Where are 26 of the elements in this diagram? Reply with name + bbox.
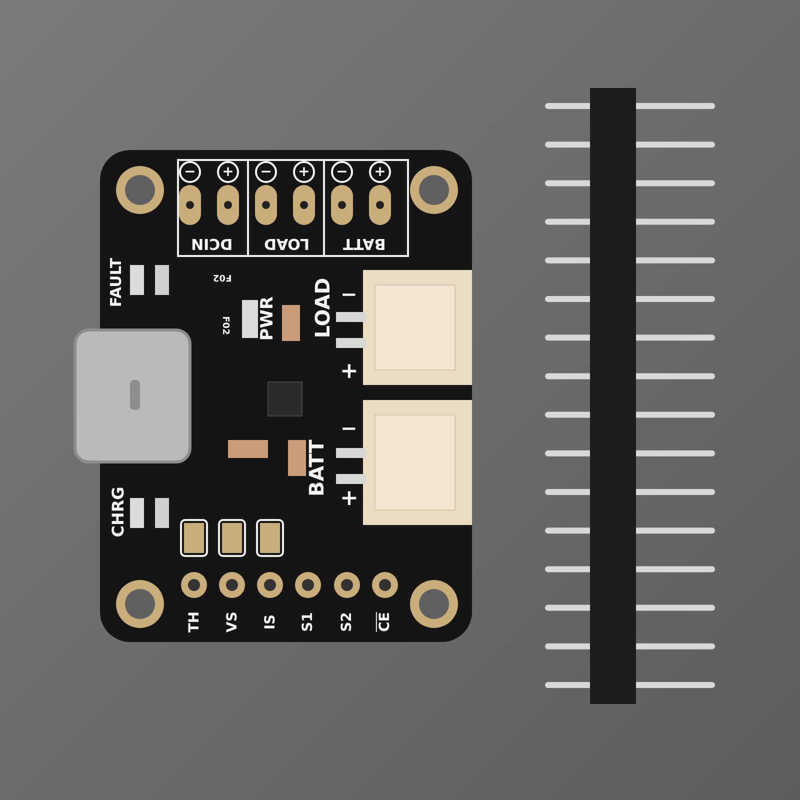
polarity-mark: +	[369, 161, 391, 183]
silkscreen-label: F02	[219, 316, 228, 334]
polarity-mark: −	[331, 161, 353, 183]
silkscreen-label: −	[340, 284, 358, 304]
silkscreen-label: IS	[263, 614, 278, 630]
silkscreen-label: S2	[340, 612, 354, 632]
polarity-mark: −	[179, 161, 201, 183]
silkscreen-label: +	[340, 488, 358, 510]
silkscreen-label: S1	[300, 612, 315, 632]
silkscreen-label: CHRG	[110, 486, 126, 538]
silkscreen-label: TH	[187, 611, 202, 633]
silkscreen-label: −	[340, 418, 358, 438]
silkscreen-label: +	[340, 361, 358, 383]
silkscreen-label: BATT	[342, 236, 386, 250]
polarity-mark: +	[217, 161, 239, 183]
silkscreen-label: CE	[378, 612, 392, 632]
silkscreen-label: F02	[212, 272, 232, 280]
silkscreen-label: LOAD	[312, 278, 332, 338]
silkscreen-label: FAULT	[108, 257, 124, 307]
silkscreen-label: LOAD	[264, 236, 309, 250]
silkscreen-label: VS	[224, 612, 239, 632]
polarity-mark: −	[255, 161, 277, 183]
silkscreen-label: PWR	[260, 296, 277, 340]
silkscreen-label: BATT	[306, 440, 326, 496]
silkscreen-label: DCIN	[191, 236, 233, 250]
polarity-mark: +	[293, 161, 315, 183]
